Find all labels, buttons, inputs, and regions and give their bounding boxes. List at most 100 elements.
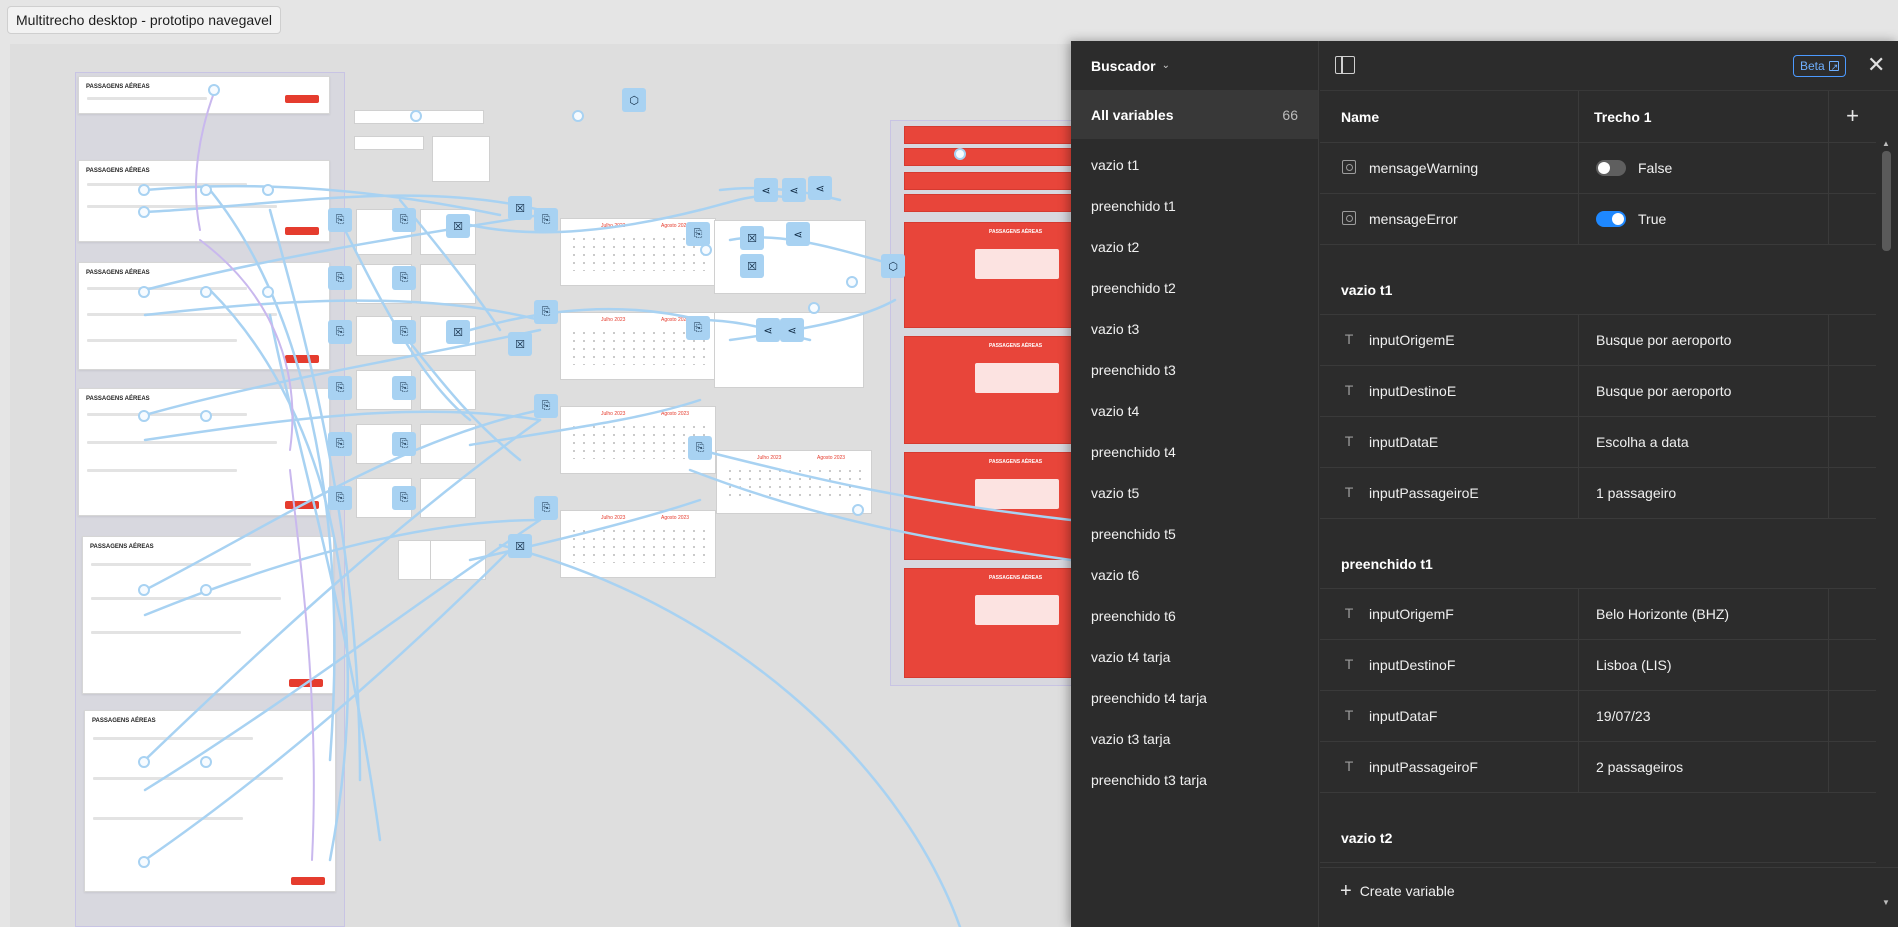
create-variable-button[interactable]: + Create variable: [1340, 881, 1455, 901]
variable-name[interactable]: inputDataF: [1369, 708, 1438, 724]
interaction-node-icon[interactable]: ⋖: [756, 318, 780, 342]
group-item[interactable]: preenchido t3: [1091, 362, 1176, 378]
variable-name[interactable]: inputOrigemE: [1369, 332, 1455, 348]
interaction-node-icon[interactable]: ⎘: [392, 432, 416, 456]
interaction-node-icon[interactable]: ⬡: [881, 254, 905, 278]
variable-value[interactable]: Belo Horizonte (BHZ): [1578, 589, 1828, 639]
variable-value[interactable]: 19/07/23: [1578, 691, 1828, 741]
beta-badge[interactable]: Beta: [1793, 55, 1846, 77]
connection-dot[interactable]: [200, 184, 212, 196]
connection-dot[interactable]: [700, 244, 712, 256]
variable-row[interactable]: T inputPassageiroE 1 passageiro: [1320, 468, 1876, 519]
variable-value[interactable]: Escolha a data: [1578, 417, 1828, 467]
group-item[interactable]: vazio t4: [1091, 403, 1140, 419]
collection-name[interactable]: Buscador: [1091, 57, 1156, 74]
modal-mock[interactable]: [714, 220, 866, 294]
close-icon[interactable]: ✕: [1867, 52, 1886, 77]
add-mode-button[interactable]: +: [1828, 91, 1876, 143]
calendar-mock[interactable]: Julho 2023 Agosto 2023: [560, 510, 716, 578]
interaction-node-icon[interactable]: ☒: [446, 214, 470, 238]
connection-dot[interactable]: [138, 206, 150, 218]
interaction-node-icon[interactable]: ☒: [740, 254, 764, 278]
connection-dot[interactable]: [262, 184, 274, 196]
interaction-node-icon[interactable]: ☒: [508, 534, 532, 558]
screen-mock[interactable]: PASSAGENS AÉREAS: [78, 388, 330, 516]
interaction-node-icon[interactable]: ☒: [740, 226, 764, 250]
interaction-node-icon[interactable]: ⎘: [328, 208, 352, 232]
group-item[interactable]: vazio t4 tarja: [1091, 649, 1171, 665]
dropdown-mock[interactable]: [432, 136, 490, 182]
screen-mock[interactable]: PASSAGENS AÉREAS: [78, 76, 330, 114]
dropdown-mock[interactable]: [354, 136, 424, 150]
interaction-node-icon[interactable]: ⎘: [686, 316, 710, 340]
variable-name[interactable]: mensageWarning: [1369, 160, 1479, 176]
connection-dot[interactable]: [846, 276, 858, 288]
interaction-node-icon[interactable]: ⎘: [392, 320, 416, 344]
group-item[interactable]: preenchido t5: [1091, 526, 1176, 542]
connection-dot[interactable]: [138, 410, 150, 422]
variable-value[interactable]: True: [1578, 194, 1828, 244]
connection-dot[interactable]: [200, 286, 212, 298]
interaction-node-icon[interactable]: ⎘: [534, 300, 558, 324]
connection-dot[interactable]: [138, 756, 150, 768]
variable-row[interactable]: mensageWarning False: [1320, 143, 1876, 194]
variable-name[interactable]: inputDestinoF: [1369, 657, 1456, 673]
variable-value[interactable]: 2 passageiros: [1578, 742, 1828, 792]
chevron-down-icon[interactable]: ⌄: [1161, 60, 1170, 71]
all-variables-item[interactable]: All variables 66: [1071, 91, 1318, 139]
interaction-node-icon[interactable]: ⎘: [688, 436, 712, 460]
interaction-node-icon[interactable]: ⋖: [780, 318, 804, 342]
interaction-node-icon[interactable]: ⎘: [328, 376, 352, 400]
interaction-node-icon[interactable]: ⎘: [392, 376, 416, 400]
dropdown-mock[interactable]: [420, 478, 476, 518]
interaction-node-icon[interactable]: ⎘: [328, 486, 352, 510]
interaction-node-icon[interactable]: ⋖: [754, 178, 778, 202]
interaction-node-icon[interactable]: ⋖: [782, 178, 806, 202]
group-item[interactable]: preenchido t4: [1091, 444, 1176, 460]
connection-dot[interactable]: [572, 110, 584, 122]
connection-dot[interactable]: [954, 148, 966, 160]
interaction-node-icon[interactable]: ⎘: [392, 266, 416, 290]
variable-row[interactable]: T inputOrigemF Belo Horizonte (BHZ): [1320, 589, 1876, 640]
boolean-toggle[interactable]: [1596, 159, 1626, 176]
variable-name[interactable]: inputPassageiroF: [1369, 759, 1478, 775]
variable-name[interactable]: inputDestinoE: [1369, 383, 1457, 399]
variable-name[interactable]: mensageError: [1369, 211, 1458, 227]
interaction-node-icon[interactable]: ☒: [446, 320, 470, 344]
variable-row[interactable]: mensageError True: [1320, 194, 1876, 245]
interaction-node-icon[interactable]: ⎘: [534, 496, 558, 520]
interaction-node-icon[interactable]: ⎘: [392, 208, 416, 232]
interaction-node-icon[interactable]: ⬡: [622, 88, 646, 112]
group-item[interactable]: vazio t3 tarja: [1091, 731, 1171, 747]
interaction-node-icon[interactable]: ☒: [508, 196, 532, 220]
variable-name[interactable]: inputOrigemF: [1369, 606, 1454, 622]
group-item[interactable]: vazio t6: [1091, 567, 1140, 583]
connection-dot[interactable]: [852, 504, 864, 516]
screen-mock[interactable]: PASSAGENS AÉREAS: [84, 710, 336, 892]
connection-dot[interactable]: [410, 110, 422, 122]
toggle-sidebar-icon[interactable]: [1335, 56, 1355, 74]
connection-dot[interactable]: [138, 584, 150, 596]
variable-row[interactable]: T inputPassageiroF 2 passageiros: [1320, 742, 1876, 793]
group-item[interactable]: vazio t2: [1091, 239, 1140, 255]
interaction-node-icon[interactable]: ⎘: [392, 486, 416, 510]
group-item[interactable]: preenchido t6: [1091, 608, 1176, 624]
local-variables-panel[interactable]: Buscador ⌄ All variables 66 vazio t1 pre…: [1071, 41, 1898, 927]
interaction-node-icon[interactable]: ⎘: [686, 222, 710, 246]
interaction-node-icon[interactable]: ⋖: [786, 222, 810, 246]
interaction-node-icon[interactable]: ⎘: [328, 432, 352, 456]
group-item[interactable]: preenchido t4 tarja: [1091, 690, 1207, 706]
group-item[interactable]: vazio t5: [1091, 485, 1140, 501]
frame-title[interactable]: Multitrecho desktop - prototipo navegave…: [7, 6, 282, 34]
connection-dot[interactable]: [138, 184, 150, 196]
dropdown-mock[interactable]: [430, 540, 486, 580]
red-desktop-frame[interactable]: PASSAGENS AÉREAS: [904, 568, 1080, 678]
interaction-node-icon[interactable]: ⎘: [328, 266, 352, 290]
scroll-down-icon[interactable]: ▼: [1882, 898, 1890, 907]
mode-column-header[interactable]: Trecho 1: [1578, 91, 1828, 143]
screen-mock[interactable]: PASSAGENS AÉREAS: [82, 536, 334, 694]
interaction-node-icon[interactable]: ⋖: [808, 176, 832, 200]
variable-value[interactable]: False: [1578, 143, 1828, 193]
variable-value[interactable]: Busque por aeroporto: [1578, 315, 1828, 365]
connection-dot[interactable]: [808, 302, 820, 314]
